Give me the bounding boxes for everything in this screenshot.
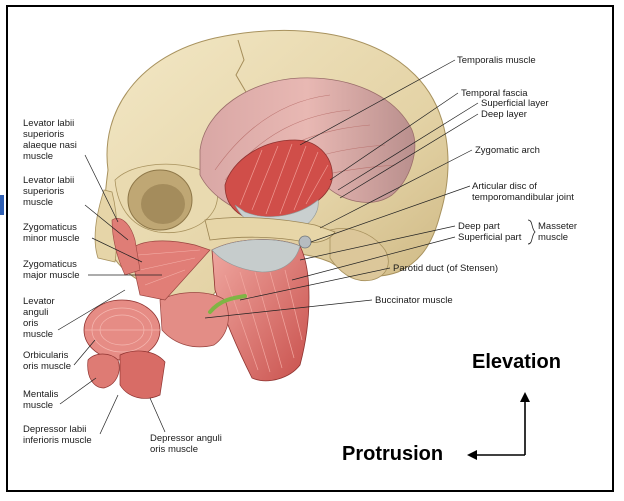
label-levator-labii-sup: Levator labii superioris muscle: [23, 175, 75, 208]
label-temporal-fascia: Temporal fascia: [461, 88, 528, 99]
label-levator-anguli-oris: Levator anguli oris muscle: [23, 296, 55, 340]
label-deep-layer: Deep layer: [481, 109, 527, 120]
label-buccinator: Buccinator muscle: [375, 295, 453, 306]
nasal-bone: [94, 189, 118, 263]
label-zygomaticus-major: Zygomaticus major muscle: [23, 259, 80, 281]
label-masseter-muscle: Masseter muscle: [538, 221, 578, 243]
label-zygomatic-arch: Zygomatic arch: [475, 145, 540, 156]
leader-lines: [57, 59, 479, 435]
label-protrusion: Protrusion: [342, 443, 444, 465]
label-depressor-anguli-oris: Depressor anguli oris muscle: [150, 433, 222, 455]
label-depressor-labii-inf: Depressor labii inferioris muscle: [23, 424, 92, 446]
label-zygomaticus-minor: Zygomaticus minor muscle: [23, 222, 80, 244]
edge-tab-marker: [0, 195, 4, 215]
label-superficial-part: Superficial part: [458, 232, 522, 243]
parotid-duct: [208, 294, 247, 314]
mastoid-region: [329, 228, 389, 282]
label-deep-part: Deep part: [458, 221, 500, 232]
label-elevation: Elevation: [472, 351, 561, 373]
label-orbicularis-oris: Orbicularis oris muscle: [23, 350, 72, 372]
buccinator-muscle: [159, 292, 229, 348]
label-levator-labii-sup-alaeque: Levator labii superioris alaeque nasi mu…: [23, 118, 77, 162]
tmj-disc: [298, 235, 312, 249]
zygomaticus-muscles: [129, 240, 211, 301]
depressor-anguli-oris-muscle: [119, 350, 166, 399]
masseter-tendon: [211, 239, 301, 273]
label-mentalis: Mentalis muscle: [23, 389, 59, 411]
label-superficial-layer: Superficial layer: [481, 98, 549, 109]
masseter-brace: [527, 219, 536, 245]
mentalis-muscle: [87, 353, 120, 389]
label-parotid-duct: Parotid duct (of Stensen): [393, 263, 499, 274]
label-articular-disc: Articular disc of temporomandibular join…: [472, 181, 574, 203]
label-temporalis: Temporalis muscle: [457, 55, 536, 66]
motion-arrows: [467, 392, 530, 460]
